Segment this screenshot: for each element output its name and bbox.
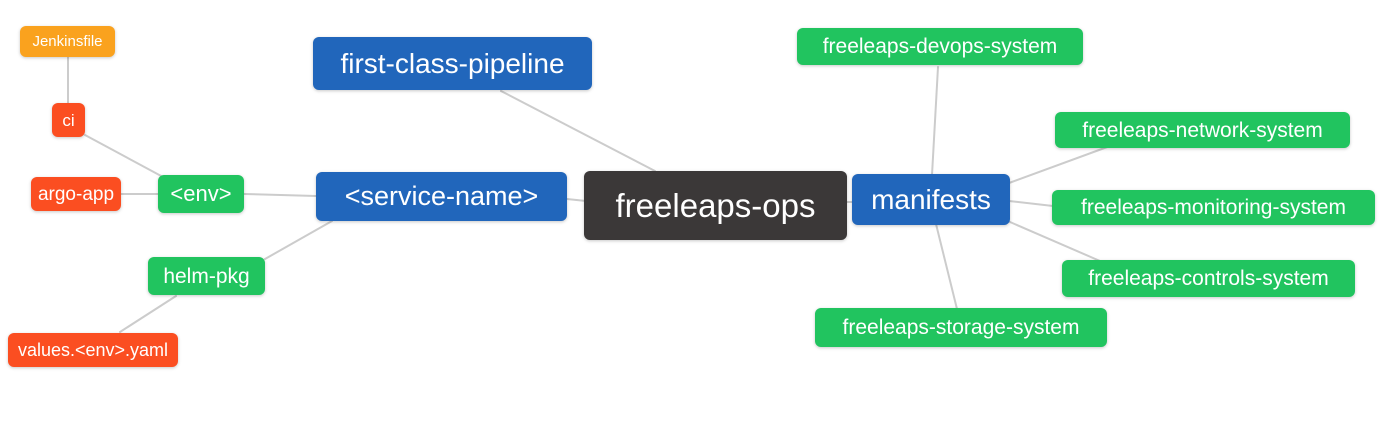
edge-values-helm-pkg [119, 295, 177, 333]
node-first-class-pipeline[interactable]: first-class-pipeline [313, 37, 592, 90]
node-manifests[interactable]: manifests [852, 174, 1010, 225]
edge-first-class-pipeline-ops [500, 90, 656, 172]
node-freeleaps-monitoring-system[interactable]: freeleaps-monitoring-system [1052, 190, 1375, 225]
node-service-name[interactable]: <service-name> [316, 172, 567, 221]
edge-manifests-network [1008, 145, 1111, 184]
node-helm-pkg[interactable]: helm-pkg [148, 257, 265, 295]
node-jenkinsfile[interactable]: Jenkinsfile [20, 26, 115, 57]
node-freeleaps-ops[interactable]: freeleaps-ops [584, 171, 847, 240]
edge-ci-env [84, 134, 164, 178]
node-ci[interactable]: ci [52, 103, 85, 137]
node-env[interactable]: <env> [158, 175, 244, 213]
node-values-env-yaml[interactable]: values.<env>.yaml [8, 333, 178, 367]
node-freeleaps-storage-system[interactable]: freeleaps-storage-system [815, 308, 1107, 347]
edge-service-name-ops [566, 198, 587, 202]
node-argo-app[interactable]: argo-app [31, 177, 121, 211]
edge-manifests-monitoring [1008, 200, 1054, 207]
edge-manifests-storage [935, 223, 958, 310]
edge-manifests-devops [931, 66, 939, 176]
edge-helm-pkg-service-name [264, 220, 333, 260]
edge-env-service-name [243, 193, 317, 197]
node-freeleaps-devops-system[interactable]: freeleaps-devops-system [797, 28, 1083, 65]
node-freeleaps-controls-system[interactable]: freeleaps-controls-system [1062, 260, 1355, 297]
node-freeleaps-network-system[interactable]: freeleaps-network-system [1055, 112, 1350, 148]
edge-manifests-controls [1009, 221, 1101, 262]
